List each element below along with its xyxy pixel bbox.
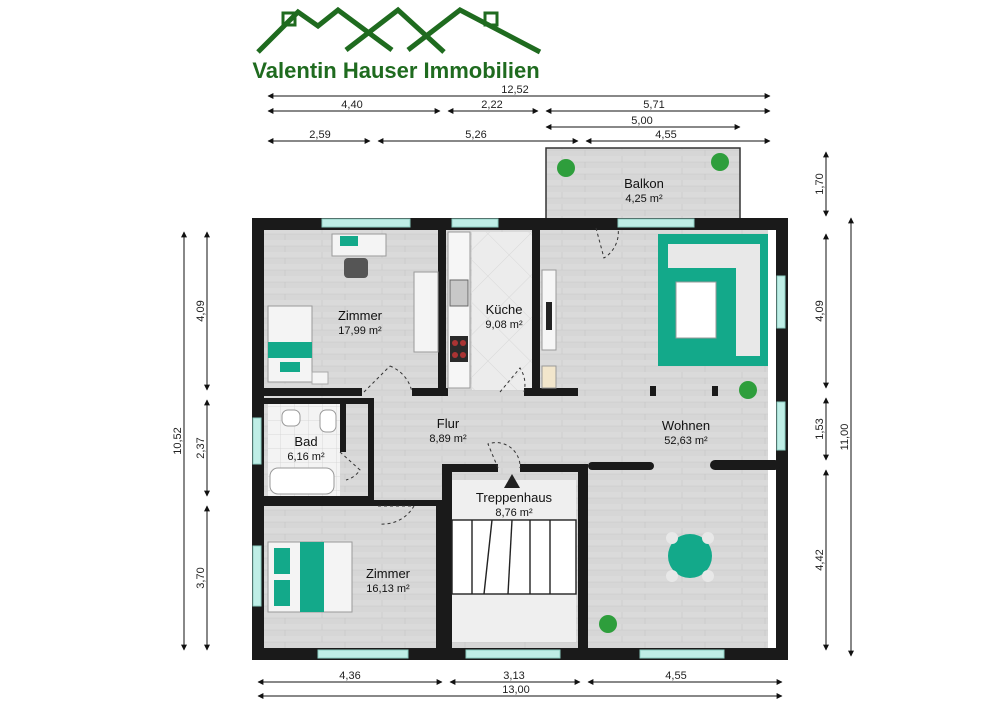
room-area-flur: 8,89 m² bbox=[429, 433, 467, 445]
room-area-balkon: 4,25 m² bbox=[625, 193, 663, 205]
doors bbox=[339, 227, 619, 525]
shelf-icon bbox=[541, 365, 557, 389]
room-area-zimmer-top: 17,99 m² bbox=[338, 325, 382, 337]
dim-bottom-c: 4,55 bbox=[665, 670, 686, 682]
double-bed-icon bbox=[267, 541, 353, 613]
dimension-labels: 12,52 4,40 2,22 5,71 5,00 2,59 5,26 4,55… bbox=[172, 84, 851, 696]
toilet-icon bbox=[319, 409, 337, 433]
room-name-wohnen: Wohnen bbox=[662, 418, 710, 433]
dim-top-row2-b: 2,22 bbox=[481, 99, 502, 111]
dim-top-row4-b: 5,26 bbox=[465, 129, 486, 141]
dim-bottom-b: 3,13 bbox=[503, 670, 524, 682]
dim-top-row4-c: 4,55 bbox=[655, 129, 676, 141]
dim-right-d: 4,42 bbox=[814, 549, 826, 570]
brand-logo: Valentin Hauser Immobilien bbox=[252, 6, 542, 83]
room-name-bad: Bad bbox=[294, 434, 317, 449]
dim-top-total: 12,52 bbox=[501, 84, 529, 96]
roof-icon bbox=[256, 6, 542, 55]
dim-right-total: 11,00 bbox=[839, 424, 851, 451]
stair-arrow-icon bbox=[504, 474, 520, 488]
room-area-bad: 6,16 m² bbox=[287, 451, 325, 463]
dim-top-row2-c: 5,71 bbox=[643, 99, 664, 111]
windows bbox=[252, 218, 786, 659]
kitchen-counter-icon bbox=[447, 231, 471, 389]
room-name-kueche: Küche bbox=[486, 302, 523, 317]
dim-bottom-a: 4,36 bbox=[339, 670, 360, 682]
dim-bottom-total: 13,00 bbox=[502, 684, 530, 696]
room-name-zimmer-top: Zimmer bbox=[338, 308, 383, 323]
dim-top-row4-a: 2,59 bbox=[309, 129, 330, 141]
room-area-zimmer-bottom: 16,13 m² bbox=[366, 583, 410, 595]
dim-left-a: 4,09 bbox=[195, 300, 207, 321]
dimension-lines bbox=[181, 93, 854, 699]
room-area-kueche: 9,08 m² bbox=[485, 319, 523, 331]
room-labels: Zimmer 17,99 m² Küche 9,08 m² Balkon 4,2… bbox=[287, 176, 710, 595]
bathtub-icon bbox=[269, 467, 335, 495]
dim-right-b: 4,09 bbox=[814, 300, 826, 321]
dim-right-c: 1,53 bbox=[814, 418, 826, 439]
dim-top-row2-a: 4,40 bbox=[341, 99, 362, 111]
room-area-treppenhaus: 8,76 m² bbox=[495, 507, 533, 519]
dim-left-total: 10,52 bbox=[172, 427, 184, 455]
coffee-table-icon bbox=[675, 281, 717, 339]
balcony-outline bbox=[545, 147, 741, 218]
bed-icon bbox=[267, 305, 313, 383]
nightstand-icon bbox=[311, 371, 329, 385]
room-name-balkon: Balkon bbox=[624, 176, 664, 191]
dim-left-c: 3,70 bbox=[195, 567, 207, 588]
stairs-icon bbox=[451, 519, 577, 595]
wardrobe-icon bbox=[413, 271, 439, 353]
brand-name: Valentin Hauser Immobilien bbox=[252, 58, 539, 83]
desk-icon bbox=[331, 233, 387, 278]
tv-icon bbox=[546, 302, 552, 330]
dim-left-b: 2,37 bbox=[195, 437, 207, 458]
furniture bbox=[267, 153, 768, 633]
dim-right-a: 1,70 bbox=[814, 173, 826, 194]
room-name-zimmer-bottom: Zimmer bbox=[366, 566, 411, 581]
dim-top-row3: 5,00 bbox=[631, 115, 652, 127]
room-name-treppenhaus: Treppenhaus bbox=[476, 490, 553, 505]
sink-icon bbox=[281, 409, 301, 427]
room-name-flur: Flur bbox=[437, 416, 460, 431]
room-area-wohnen: 52,63 m² bbox=[664, 435, 708, 447]
dining-table-icon bbox=[666, 532, 714, 582]
plant-icon bbox=[557, 153, 757, 633]
